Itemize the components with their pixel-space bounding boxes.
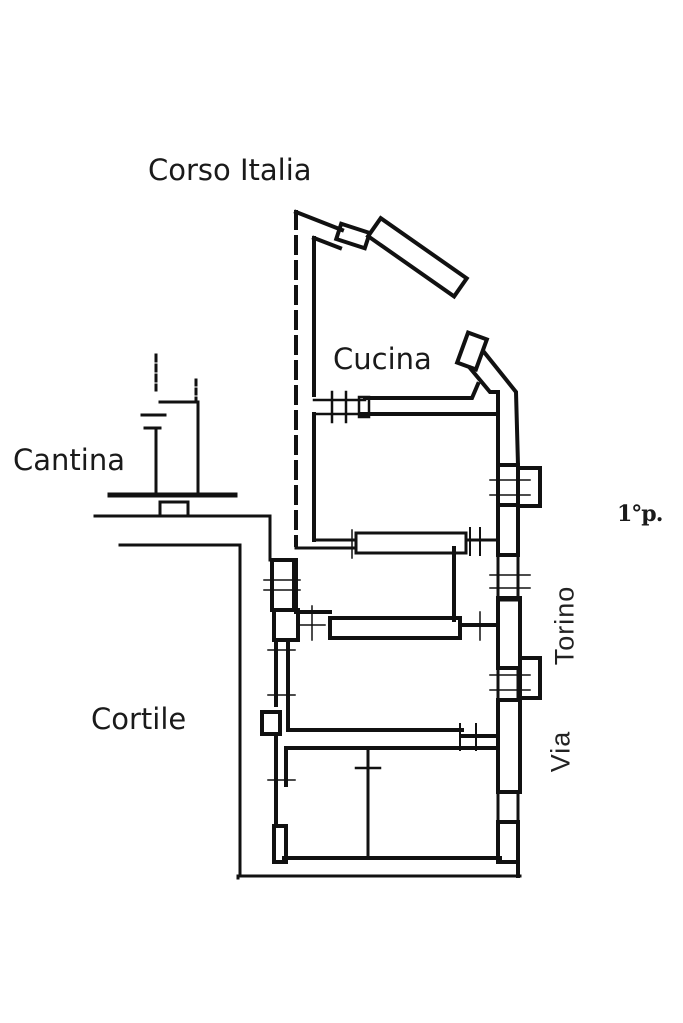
kitchen-door bbox=[312, 390, 371, 424]
courtyard-walls bbox=[93, 500, 522, 880]
street-label-torino: Torino bbox=[549, 585, 580, 666]
lower-room bbox=[272, 732, 520, 878]
floor-level-label: 1°p. bbox=[617, 501, 663, 527]
cantina-stair bbox=[107, 353, 238, 498]
room-label-cucina: Cucina bbox=[333, 342, 432, 376]
street-label-via: Via bbox=[545, 730, 576, 773]
door-ticks bbox=[263, 479, 531, 781]
area-label-cortile: Cortile bbox=[91, 702, 187, 736]
street-label-corso-italia: Corso Italia bbox=[148, 153, 312, 187]
kitchen-walls bbox=[293, 209, 521, 468]
room-label-cantina: Cantina bbox=[13, 443, 125, 477]
central-rooms bbox=[260, 546, 542, 794]
corridor-walls bbox=[294, 527, 500, 556]
